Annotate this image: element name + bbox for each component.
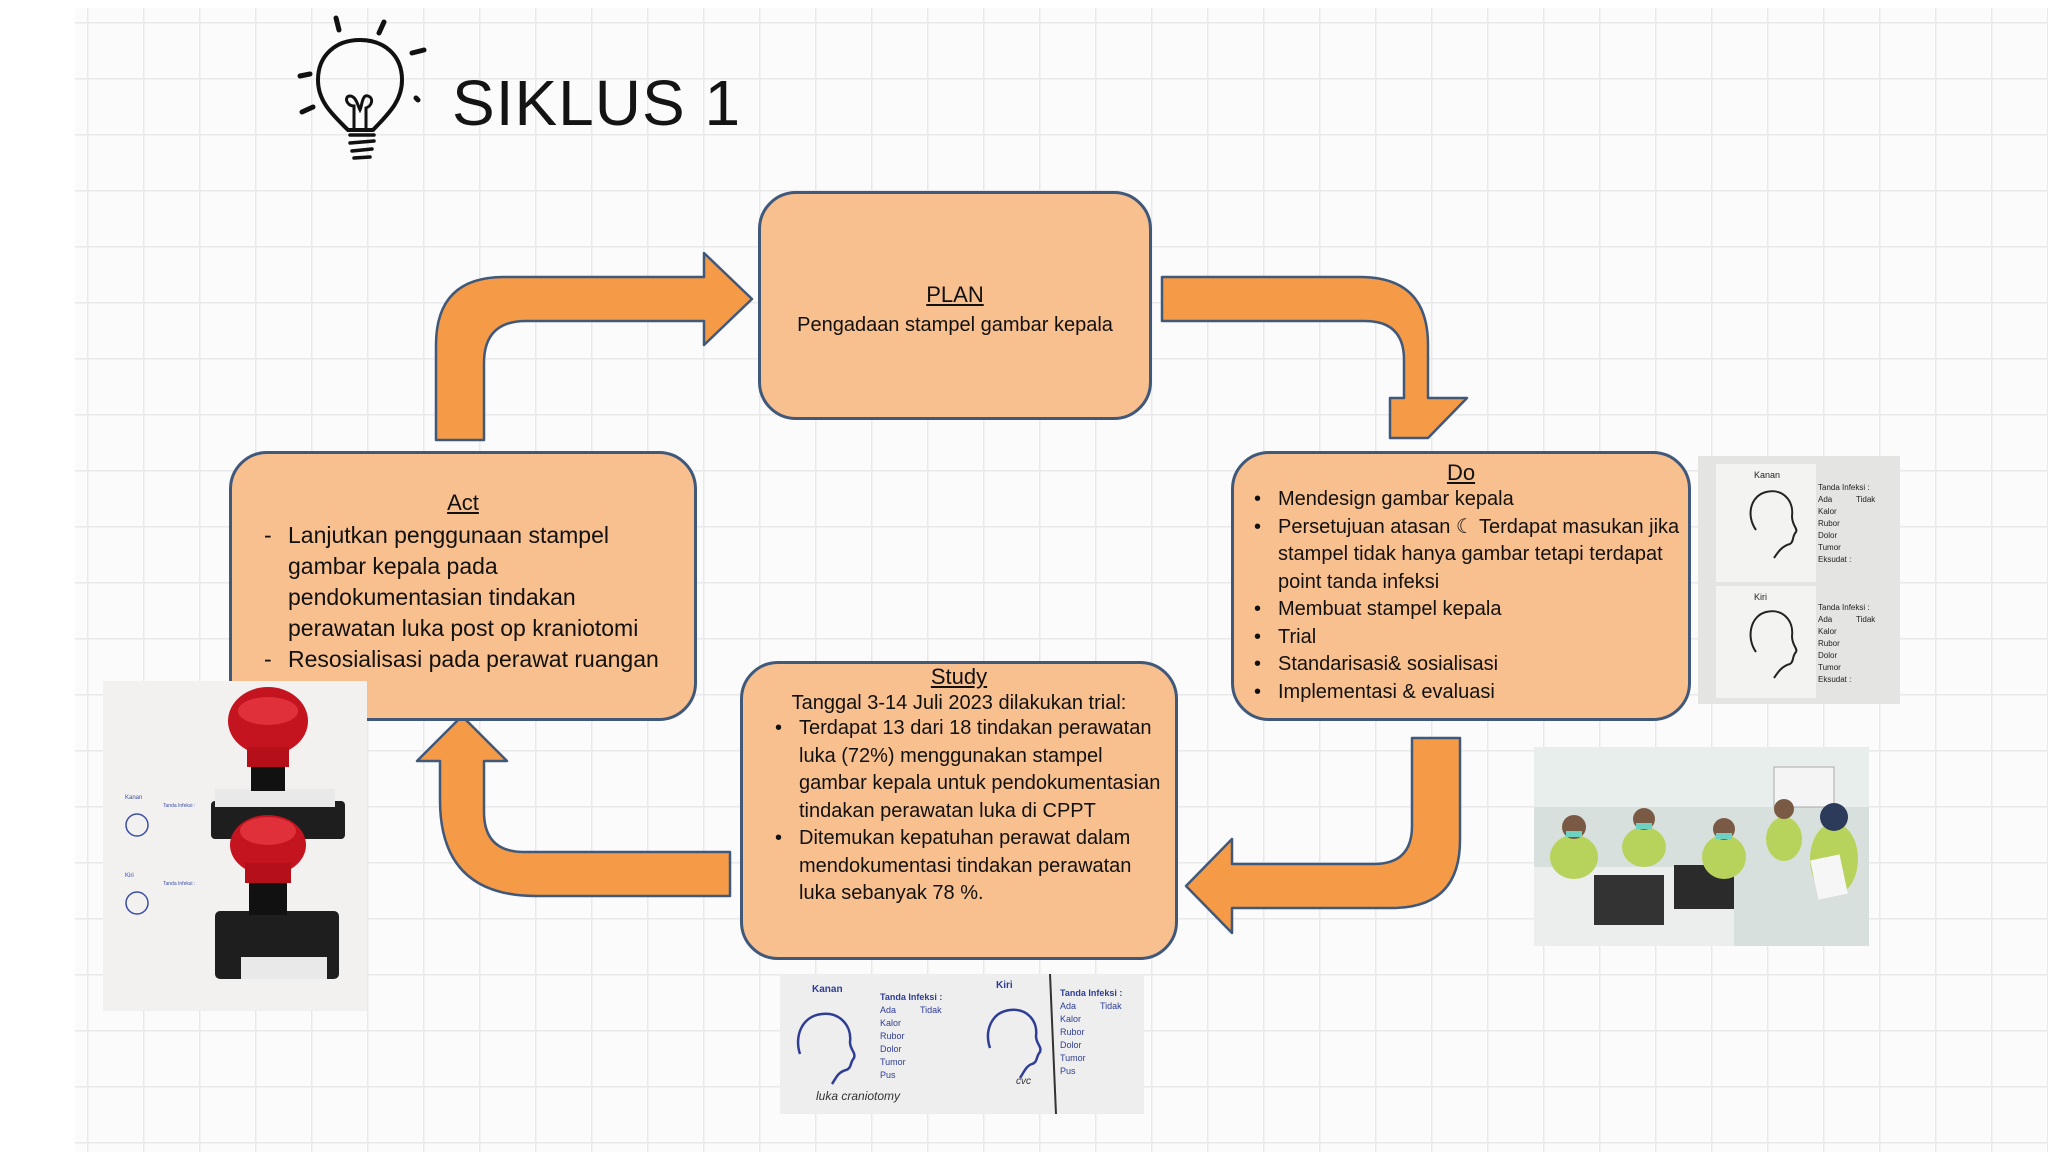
- filled-tanda-label-2: Tanda Infeksi :: [1060, 988, 1122, 998]
- stamp-tanda-label-2: Tanda Infeksi :: [163, 881, 195, 887]
- act-item: Resosialisasi pada perawat ruangan: [264, 644, 682, 675]
- stamp-kiri-label: Kiri: [125, 873, 134, 879]
- do-heading: Do: [1446, 460, 1476, 485]
- act-item: Lanjutkan penggunaan stampel gambar kepa…: [264, 520, 682, 644]
- act-box: Act Lanjutkan penggunaan stampel gambar …: [229, 451, 697, 721]
- form-sign: Tumor: [1818, 543, 1841, 552]
- study-intro: Tanggal 3-14 Juli 2023 dilakukan trial:: [791, 692, 1127, 714]
- lightbulb-icon: [297, 15, 427, 160]
- filled-sign: Kalor: [1060, 1014, 1081, 1024]
- form-sign: Kalor: [1818, 507, 1837, 516]
- form-ada-2: Ada: [1818, 615, 1833, 624]
- filled-tanda-label: Tanda Infeksi :: [880, 992, 942, 1002]
- arrow-study-to-act: [415, 714, 732, 898]
- do-item: Membuat stampel kepala: [1254, 596, 1688, 624]
- form-kiri-label: Kiri: [1754, 592, 1767, 602]
- do-item: Trial: [1254, 624, 1688, 652]
- form-sign: Eksudat :: [1818, 675, 1851, 684]
- filled-tidak-2: Tidak: [1100, 1001, 1122, 1011]
- filled-sign: Tumor: [1060, 1053, 1086, 1063]
- form-tidak-2: Tidak: [1856, 615, 1876, 624]
- do-item: Standarisasi& sosialisasi: [1254, 651, 1688, 679]
- form-sign: Rubor: [1818, 639, 1840, 648]
- stamp-photo: Kanan Kiri Tanda Infeksi : Tanda Infeksi…: [103, 681, 367, 1011]
- form-tidak: Tidak: [1856, 495, 1876, 504]
- form-sign: Tumor: [1818, 663, 1841, 672]
- plan-text: Pengadaan stampel gambar kepala: [797, 314, 1113, 336]
- team-meeting-photo: [1534, 747, 1869, 946]
- filled-sign: Tumor: [880, 1057, 906, 1067]
- filled-ada: Ada: [880, 1005, 896, 1015]
- form-sign: Dolor: [1818, 531, 1837, 540]
- stamp-tanda-label: Tanda Infeksi :: [163, 803, 195, 809]
- team-meeting-illustration: [1534, 747, 1869, 946]
- filled-sign: Dolor: [1060, 1040, 1082, 1050]
- handwriting-left: luka craniotomy: [816, 1089, 901, 1103]
- filled-sign: Dolor: [880, 1044, 902, 1054]
- form-ada: Ada: [1818, 495, 1833, 504]
- study-list: Terdapat 13 dari 18 tindakan perawatan l…: [775, 715, 1165, 908]
- arrow-do-to-study: [1184, 736, 1462, 935]
- form-kanan-label: Kanan: [1754, 470, 1780, 480]
- stamp-kanan-label: Kanan: [125, 795, 142, 801]
- do-box: Do Mendesign gambar kepala Persetujuan a…: [1231, 451, 1691, 721]
- form-sign: Eksudat :: [1818, 555, 1851, 564]
- form-sign: Kalor: [1818, 627, 1837, 636]
- act-list: Lanjutkan penggunaan stampel gambar kepa…: [264, 520, 682, 675]
- filled-sign: Pus: [880, 1070, 896, 1080]
- form-sign: Dolor: [1818, 651, 1837, 660]
- stamp-form-photo: Kanan Kiri Tanda Infeksi : Tanda Infeksi…: [1698, 456, 1900, 704]
- do-item: Implementasi & evaluasi: [1254, 679, 1688, 707]
- handwriting-right: cvc: [1016, 1076, 1031, 1087]
- study-item: Terdapat 13 dari 18 tindakan perawatan l…: [775, 715, 1165, 825]
- study-item: Ditemukan kepatuhan perawat dalam mendok…: [775, 825, 1165, 908]
- slide-title: SIKLUS 1: [452, 67, 742, 139]
- plan-box: PLAN Pengadaan stampel gambar kepala: [758, 191, 1152, 420]
- form-tanda-label: Tanda Infeksi :: [1818, 483, 1870, 492]
- form-illustration: Kanan Kiri Tanda Infeksi : Tanda Infeksi…: [1698, 456, 1900, 704]
- filled-sign: Pus: [1060, 1066, 1076, 1076]
- filled-kanan-label: Kanan: [812, 984, 843, 995]
- stamp-illustration: Kanan Kiri Tanda Infeksi : Tanda Infeksi…: [103, 681, 367, 1011]
- act-heading: Act: [447, 490, 479, 515]
- filled-form-illustration: Kanan Kiri Tanda Infeksi : Tanda Infeksi…: [780, 974, 1144, 1114]
- do-list: Mendesign gambar kepala Persetujuan atas…: [1254, 486, 1688, 707]
- arrow-act-to-plan: [434, 251, 754, 442]
- study-heading: Study: [930, 664, 988, 689]
- form-tanda-label-2: Tanda Infeksi :: [1818, 603, 1870, 612]
- do-item: Persetujuan atasan ☾ Terdapat masukan ji…: [1254, 514, 1688, 597]
- plan-heading: PLAN: [926, 282, 984, 307]
- filled-sign: Rubor: [1060, 1027, 1085, 1037]
- filled-kiri-label: Kiri: [996, 980, 1013, 991]
- arrow-plan-to-do: [1160, 275, 1469, 440]
- form-sign: Rubor: [1818, 519, 1840, 528]
- filled-sign: Rubor: [880, 1031, 905, 1041]
- filled-form-photo: Kanan Kiri Tanda Infeksi : Tanda Infeksi…: [780, 974, 1144, 1114]
- do-item: Mendesign gambar kepala: [1254, 486, 1688, 514]
- filled-ada-2: Ada: [1060, 1001, 1076, 1011]
- filled-sign: Kalor: [880, 1018, 901, 1028]
- filled-tidak: Tidak: [920, 1005, 942, 1015]
- study-box: Study Tanggal 3-14 Juli 2023 dilakukan t…: [740, 661, 1178, 960]
